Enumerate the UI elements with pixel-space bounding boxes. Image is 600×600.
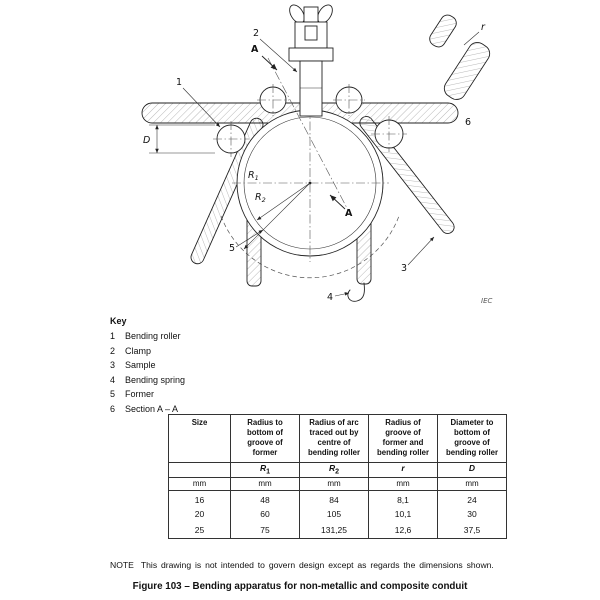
- unit-cell: mm: [437, 477, 507, 491]
- key-item-number: 6: [110, 403, 116, 414]
- key-item-number: 3: [110, 360, 116, 370]
- unit-cell: mm: [299, 477, 369, 491]
- key-item-number: 4: [110, 374, 116, 385]
- groove-radius-label: r: [481, 22, 486, 33]
- radius-annotations: R1 R2: [243, 170, 311, 250]
- table-row: 20 60 105 10,1 30: [168, 506, 507, 522]
- svg-text:3: 3: [401, 263, 407, 274]
- table-header-row: Size Radius to bottom of groove of forme…: [168, 414, 507, 463]
- table-row: 16 48 84 8,1 24: [168, 490, 507, 506]
- key-item: 1 Bending roller: [110, 331, 185, 341]
- iec-mark: IEC: [481, 297, 492, 305]
- key-item: 4 Bending spring: [110, 375, 185, 385]
- table-header-d: Diameter to bottom of groove of bending …: [437, 414, 507, 463]
- svg-text:4: 4: [327, 292, 333, 303]
- table-header-r2: Radius of arc traced out by centre of be…: [299, 414, 369, 463]
- table-header-size: Size: [168, 414, 231, 463]
- key-item: 3 Sample: [110, 360, 185, 370]
- value-cell: 12,6: [368, 522, 438, 538]
- table-header-r: Radius of groove of former and bending r…: [368, 414, 438, 463]
- key-item-label: Section A – A: [125, 403, 179, 414]
- figure-drawing: D A A R1 R2 1 2: [141, 4, 492, 305]
- symbol-cell: R1: [230, 462, 300, 478]
- callout-1: 1: [176, 77, 221, 128]
- value-cell: 60: [230, 506, 300, 522]
- value-cell: 48: [230, 490, 300, 506]
- table-units-row: mm mm mm mm mm: [168, 477, 507, 491]
- symbol-cell: r: [368, 462, 438, 478]
- key-item-label: Bending roller: [125, 331, 181, 341]
- wing-nut: [303, 6, 319, 23]
- figure-caption: Figure 103 – Bending apparatus for non-m…: [132, 581, 468, 592]
- bending-rollers: [213, 84, 407, 157]
- symbol-cell: R2: [299, 462, 369, 478]
- table-symbol-row: R1 R2 r D: [168, 462, 507, 478]
- value-cell: 84: [299, 490, 369, 506]
- key-item-number: 5: [110, 389, 116, 399]
- note-label: NOTE: [110, 560, 134, 570]
- value-cell: 20: [168, 506, 231, 522]
- value-cell: 30: [437, 506, 507, 522]
- key-item-number: 1: [110, 331, 116, 341]
- value-cell: 105: [299, 506, 369, 522]
- key-item-label: Clamp: [125, 345, 152, 356]
- svg-text:1: 1: [176, 77, 182, 88]
- svg-text:2: 2: [253, 28, 259, 39]
- table-header-r1: Radius to bottom of groove of former: [230, 414, 300, 463]
- callout-3: 3: [401, 236, 435, 274]
- value-cell: 25: [168, 522, 231, 538]
- radius-r2-label: R2: [255, 192, 266, 204]
- dimension-D: D: [143, 124, 215, 154]
- callout-4: 4: [327, 292, 350, 303]
- section-label-a-top: A: [251, 44, 259, 55]
- section-line-AA: A A: [251, 44, 353, 219]
- callout-2: 2: [253, 28, 298, 73]
- dim-d-label: D: [143, 135, 150, 146]
- roller-path-arc: [220, 215, 400, 279]
- note-text: This drawing is not intended to govern d…: [140, 560, 494, 570]
- figure-key: Key 1 Bending roller 2 Clamp 3 Sample 4 …: [110, 316, 185, 418]
- value-cell: 8,1: [368, 490, 438, 506]
- key-item-number: 2: [110, 345, 116, 356]
- radius-r1-label: R1: [248, 170, 259, 182]
- key-item: 6 Section A – A: [110, 404, 185, 414]
- symbol-cell: D: [437, 462, 507, 478]
- svg-text:5: 5: [229, 243, 235, 254]
- key-item-label: Former: [125, 389, 154, 399]
- key-item: 2 Clamp: [110, 346, 185, 356]
- bending-spring-hook: [347, 282, 365, 302]
- section-detail: r: [429, 14, 491, 100]
- key-title: Key: [110, 316, 127, 326]
- value-cell: 10,1: [368, 506, 438, 522]
- callout-6: 6: [465, 117, 471, 128]
- unit-cell: mm: [168, 477, 231, 491]
- dimensions-table: Size Radius to bottom of groove of forme…: [168, 414, 507, 539]
- table-row: 25 75 131,25 12,6 37,5: [168, 522, 507, 538]
- value-cell: 16: [168, 490, 231, 506]
- value-cell: 24: [437, 490, 507, 506]
- value-cell: 131,25: [299, 522, 369, 538]
- clamp: [288, 4, 334, 117]
- key-item-label: Bending spring: [125, 374, 186, 385]
- value-cell: 75: [230, 522, 300, 538]
- value-cell: 37,5: [437, 522, 507, 538]
- section-label-a-bottom: A: [345, 208, 353, 219]
- unit-cell: mm: [368, 477, 438, 491]
- symbol-cell: [168, 462, 231, 478]
- figure-note: NOTE This drawing is not intended to gove…: [110, 560, 506, 570]
- unit-cell: mm: [230, 477, 300, 491]
- key-item-label: Sample: [125, 360, 156, 370]
- key-item: 5 Former: [110, 389, 185, 399]
- callout-5: 5: [229, 229, 264, 254]
- svg-text:6: 6: [465, 117, 471, 128]
